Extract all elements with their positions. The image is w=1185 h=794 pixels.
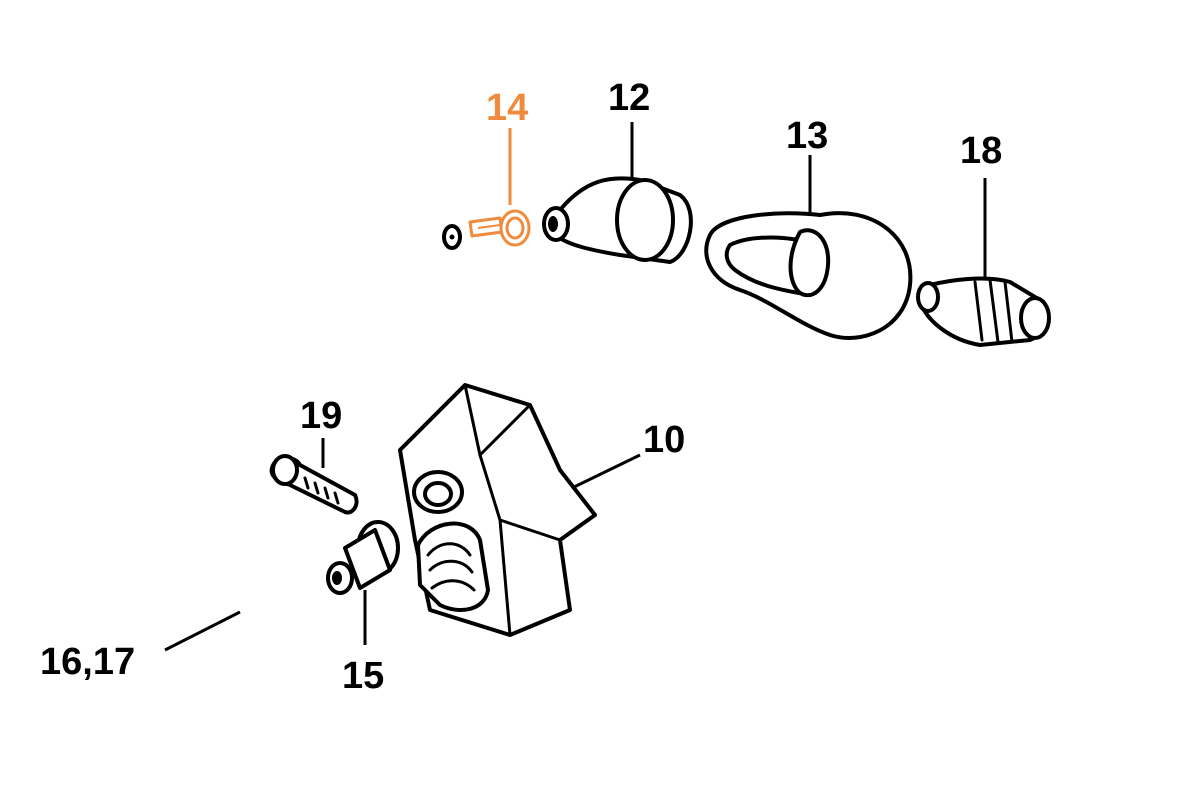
- spark-plug-18: [916, 276, 1051, 347]
- callout-12: 12: [608, 77, 650, 119]
- leader-16-17: [164, 610, 241, 652]
- callout-14: 14: [486, 87, 528, 129]
- hose-16-17: [224, 224, 462, 621]
- spark-plug-boot-12: [542, 176, 693, 264]
- cover-13: [704, 211, 913, 340]
- connector-14: [468, 209, 531, 247]
- callout-10: 10: [643, 419, 685, 461]
- callout-18: 18: [960, 130, 1002, 172]
- bushing-15: [326, 520, 400, 595]
- callout-15: 15: [342, 655, 384, 697]
- callout-16-17: 16,17: [40, 641, 135, 683]
- leader-10: [571, 453, 641, 490]
- callout-13: 13: [786, 115, 828, 157]
- screw-19: [269, 454, 359, 515]
- callout-19: 19: [300, 395, 342, 437]
- ignition-module-10: [398, 383, 597, 637]
